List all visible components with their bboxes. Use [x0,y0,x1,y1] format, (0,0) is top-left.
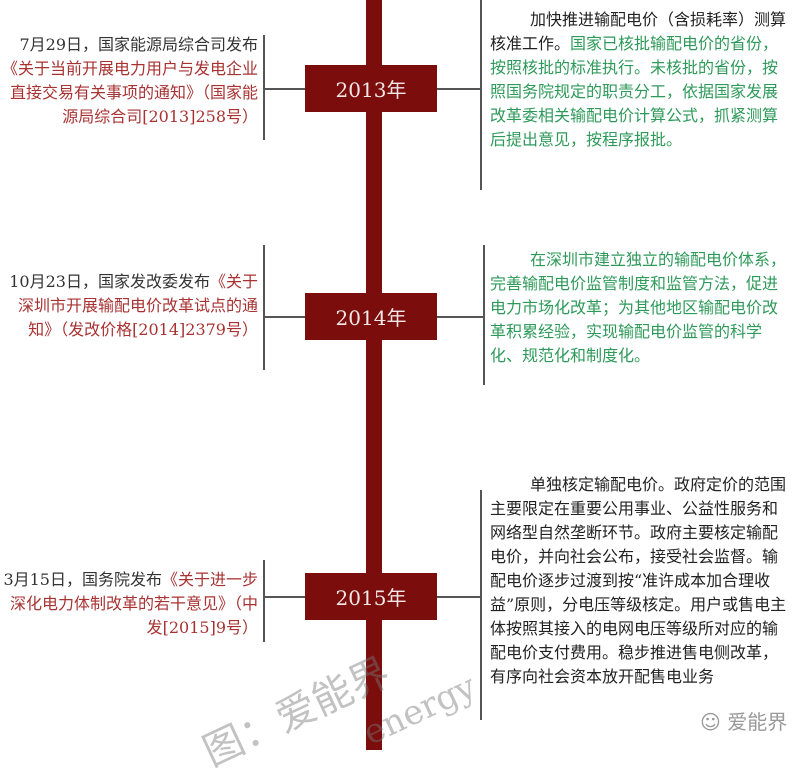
summary-green: 在深圳市建立独立的输配电价体系，完善输配电价监管制度和监管方法，促进电力市场化改… [490,250,787,365]
wechat-icon: ☺ [700,710,721,734]
document-title: 《关于深圳市开展输配电价改革试点的通知》（发改价格[2014]2379号） [17,272,258,339]
connector [437,596,480,598]
year-box-2015: 2015年 [305,573,437,620]
event-source: 3月15日，国务院发布 [3,570,162,589]
connector [263,596,305,598]
summary-black: 加快推进输配电价（含损耗率）测算核准工作。 [490,10,787,53]
event-2013-right: 加快推进输配电价（含损耗率）测算核准工作。国家已核批输配电价的省份，按照核批的标… [490,8,790,152]
connector [437,88,480,90]
corner-watermark: ☺ 爱能界 [700,706,788,735]
year-box-2014: 2014年 [305,293,437,340]
event-2014-left: 10月23日，国家发改委发布《关于深圳市开展输配电价改革试点的通知》（发改价格[… [0,270,258,342]
right-bracket [480,0,482,190]
left-bracket [263,35,265,140]
event-2015-left: 3月15日，国务院发布《关于进一步深化电力体制改革的若干意见》（中发[2015]… [0,568,258,640]
left-bracket [263,245,265,370]
left-bracket [263,560,265,642]
summary-black: 单独核定输配电价。政府定价的范围主要限定在重要公用事业、公益性服务和网络型自然垄… [490,475,787,686]
event-2015-right: 单独核定输配电价。政府定价的范围主要限定在重要公用事业、公益性服务和网络型自然垄… [490,473,790,689]
timeline-trunk [366,0,382,750]
document-title: 《关于当前开展电力用户与发电企业直接交易有关事项的通知》（国家能源局综合司[20… [1,59,258,126]
event-source: 10月23日，国家发改委发布 [9,272,210,291]
summary-green: 国家已核批输配电价的省份，按照核批的标准执行。未核批的省份，按照国务院规定的职责… [490,34,779,149]
connector [263,88,305,90]
event-2014-right: 在深圳市建立独立的输配电价体系，完善输配电价监管制度和监管方法，促进电力市场化改… [490,248,790,368]
event-2013-left: 7月29日，国家能源局综合司发布《关于当前开展电力用户与发电企业直接交易有关事项… [0,33,258,129]
year-box-2013: 2013年 [305,65,437,112]
connector [437,316,483,318]
right-bracket [483,245,485,385]
event-source: 7月29日，国家能源局综合司发布 [19,35,258,54]
document-title: 《关于进一步深化电力体制改革的若干意见》（中发[2015]9号） [9,570,258,637]
corner-watermark-text: 爱能界 [727,710,788,734]
connector [263,316,305,318]
right-bracket [480,490,482,720]
